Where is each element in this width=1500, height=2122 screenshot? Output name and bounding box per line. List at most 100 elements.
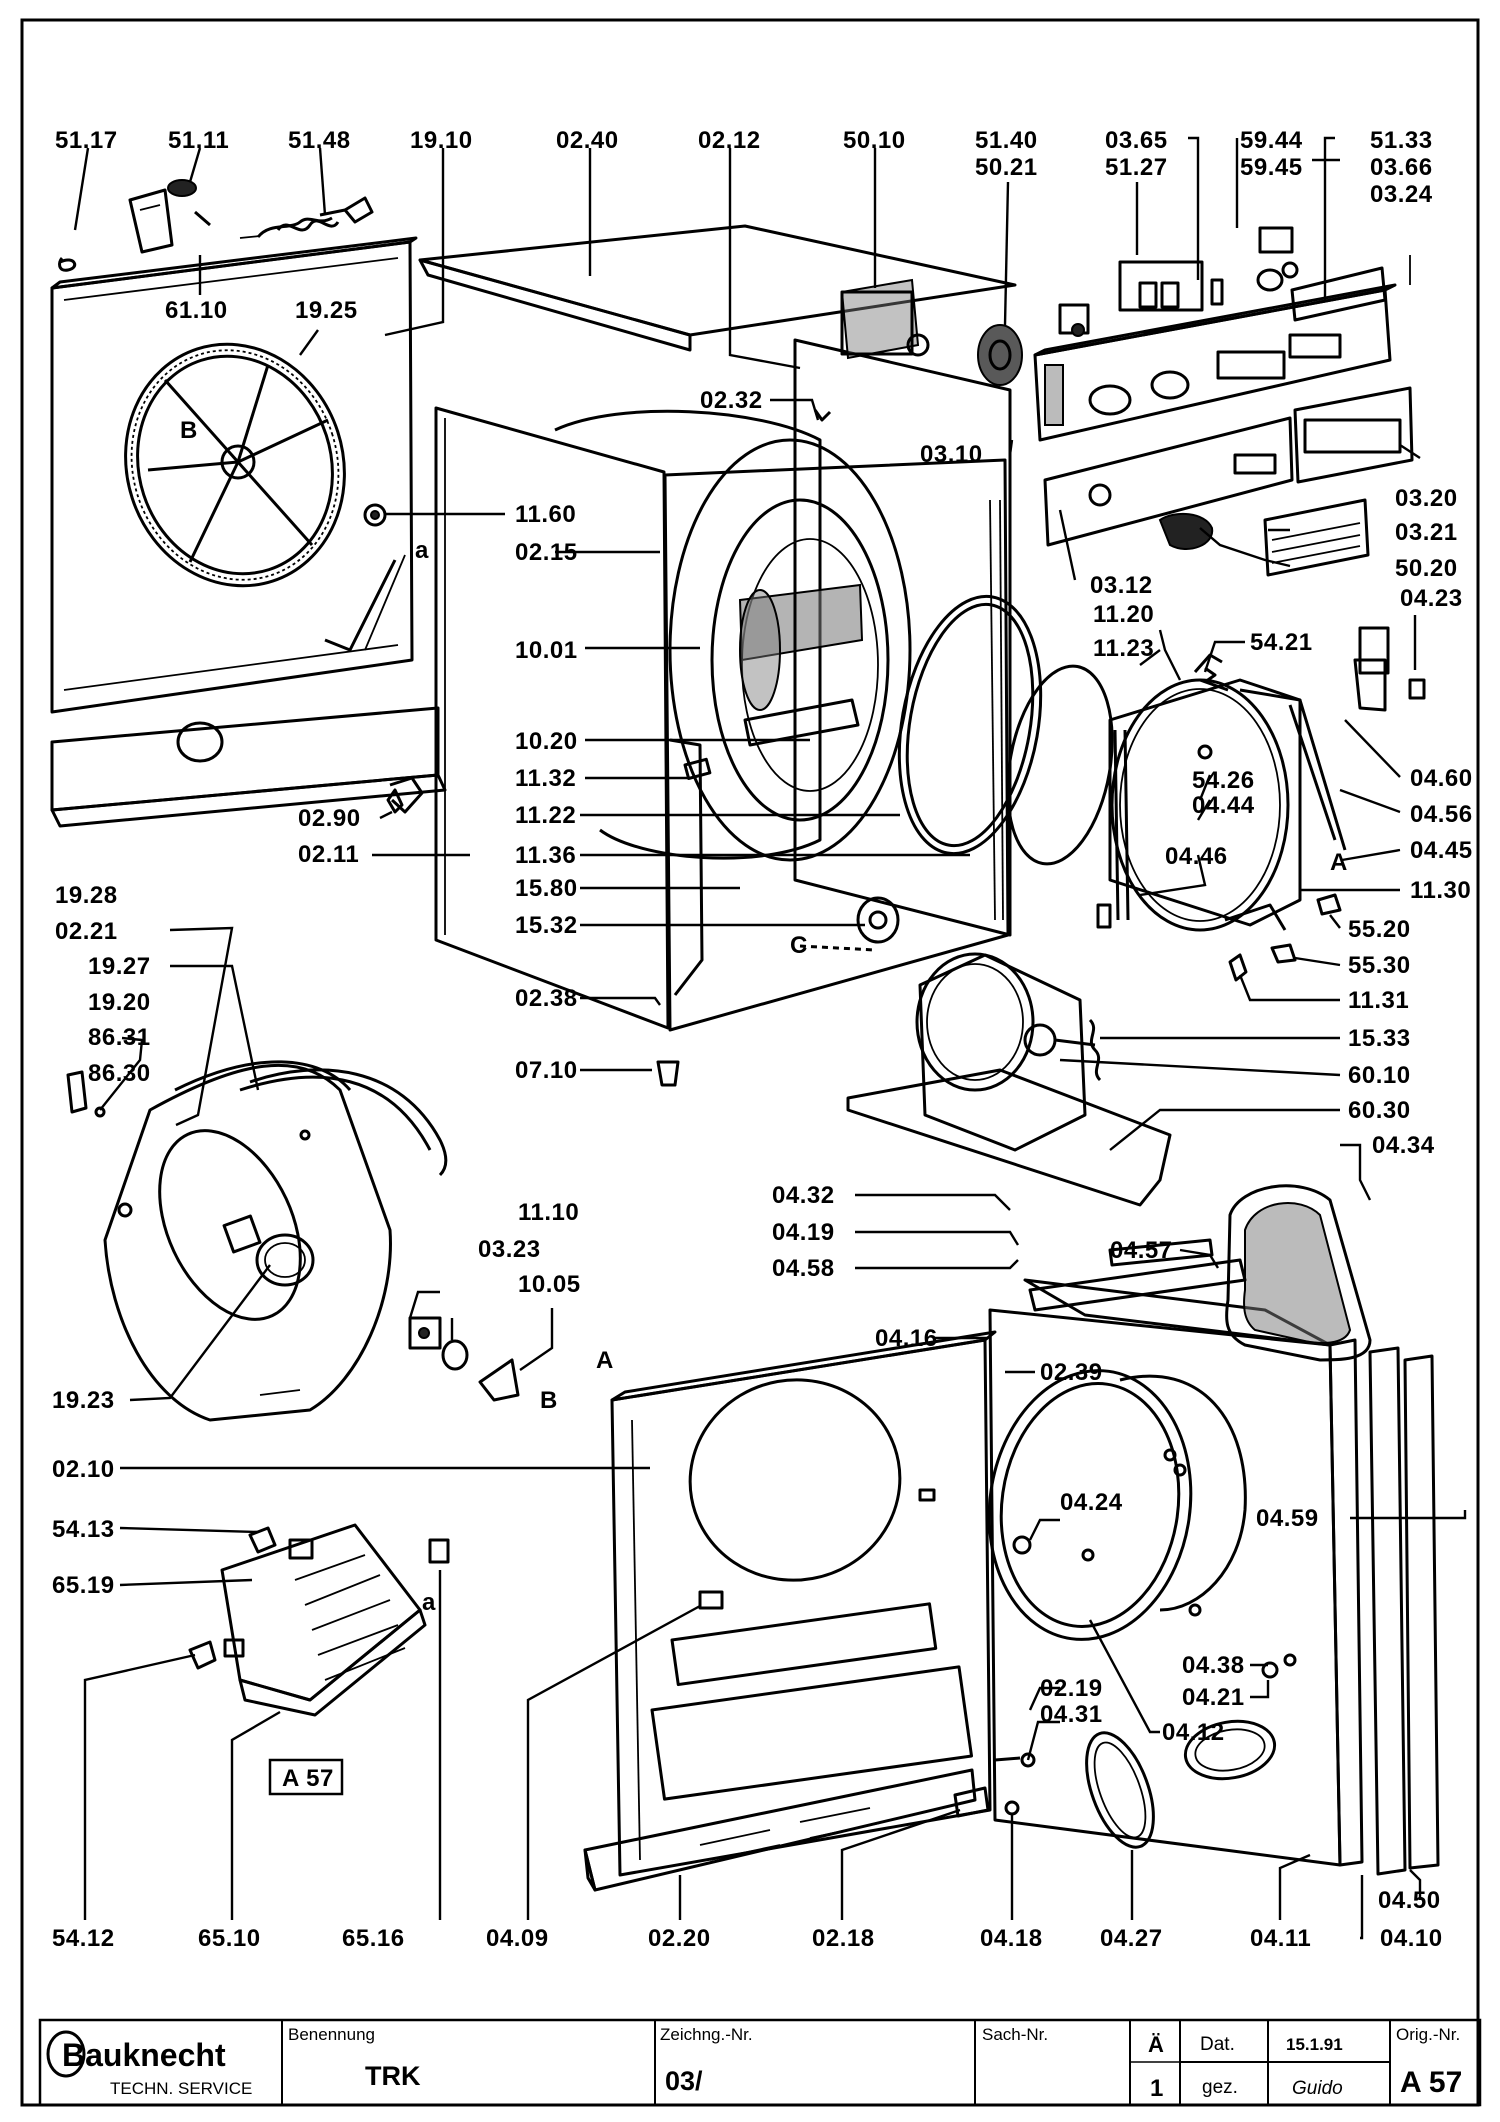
- part-label: 04.16: [875, 1325, 938, 1352]
- part-label: 11.10: [518, 1199, 579, 1226]
- part-label: 02.38: [515, 985, 578, 1012]
- rear-bottom-strip: [50, 706, 447, 828]
- part-label: 11.32: [515, 765, 576, 792]
- part-label: 04.09: [486, 1925, 549, 1952]
- part-label: 51.40: [975, 127, 1038, 154]
- part-label: 54.12: [52, 1925, 115, 1952]
- part-label: 03.23: [478, 1236, 541, 1263]
- part-label: 04.59: [1256, 1505, 1319, 1532]
- part-label: 86.30: [88, 1060, 151, 1087]
- part-label: 03.10: [920, 441, 983, 468]
- part-label: 02.19: [1040, 1675, 1103, 1702]
- cable-parts: [58, 179, 374, 272]
- sheet-border: [20, 18, 1480, 2107]
- part-label: 61.10: [165, 297, 228, 324]
- door-seal: [897, 594, 1114, 866]
- part-label: 51.48: [288, 127, 351, 154]
- part-label: 07.10: [515, 1057, 578, 1084]
- zeichng-label: Zeichng.-Nr.: [660, 2025, 753, 2044]
- kick-plate: [583, 1768, 977, 1892]
- ae-value: 1: [1150, 2075, 1163, 2102]
- part-label: 04.44: [1192, 792, 1255, 819]
- part-label: 02.20: [648, 1925, 711, 1952]
- brand-logo: Bauknecht TECHN. SERVICE: [46, 2030, 252, 2098]
- part-label: 51.17: [55, 127, 118, 154]
- part-label: 03.21: [1395, 519, 1458, 546]
- part-label: 02.40: [556, 127, 619, 154]
- part-label: 03.20: [1395, 485, 1458, 512]
- part-label: 04.24: [1060, 1489, 1123, 1516]
- part-label: 04.34: [1372, 1132, 1435, 1159]
- part-label: 04.58: [772, 1255, 835, 1282]
- part-label: 60.10: [1348, 1062, 1411, 1089]
- part-label: 55.20: [1348, 916, 1411, 943]
- part-label: 03.12: [1090, 572, 1153, 599]
- part-label: 02.90: [298, 805, 361, 832]
- part-label: 02.21: [55, 918, 118, 945]
- part-label: 04.32: [772, 1182, 835, 1209]
- part-label: 15.80: [515, 875, 578, 902]
- orig-value: A 57: [1400, 2066, 1462, 2099]
- part-label: 54.13: [52, 1516, 115, 1543]
- part-label: 04.11: [1250, 1925, 1311, 1952]
- part-label: 19.10: [410, 127, 473, 154]
- bracket-0290: [389, 776, 424, 814]
- gez-label: gez.: [1202, 2077, 1238, 2098]
- part-label: 02.15: [515, 539, 578, 566]
- part-label: 03.65: [1105, 127, 1168, 154]
- sheet-id-text: A 57: [282, 1765, 334, 1792]
- part-label: 02.39: [1040, 1359, 1103, 1386]
- sach-label: Sach-Nr.: [982, 2025, 1048, 2044]
- part-label: 04.18: [980, 1925, 1043, 1952]
- part-label: 86.31: [88, 1024, 151, 1051]
- part-label: 11.20: [1093, 601, 1154, 628]
- top-cover: [418, 224, 1017, 337]
- rear-drum-wall: [103, 1060, 448, 1422]
- hinge-parts: [953, 1603, 1297, 1818]
- motor-assembly: [799, 896, 1172, 1207]
- part-label: 54.21: [1250, 629, 1313, 656]
- title-block: Bauknecht TECHN. SERVICE Benennung TRK Z…: [38, 2018, 1482, 2107]
- part-label: 65.16: [342, 1925, 405, 1952]
- sheet-id-box: [268, 1758, 344, 1796]
- part-label: 15.33: [1348, 1025, 1411, 1052]
- part-label: 51.27: [1105, 154, 1168, 181]
- lint-filter: [1028, 1184, 1372, 1362]
- part-label: 19.25: [295, 297, 358, 324]
- part-label: 04.12: [1162, 1719, 1225, 1746]
- part-label: 11.60: [515, 501, 576, 528]
- part-label: 04.46: [1165, 843, 1228, 870]
- front-panel: [610, 1330, 997, 1877]
- part-label: 02.32: [700, 387, 763, 414]
- zeichng-value: 03/: [665, 2066, 703, 2096]
- part-label: 02.18: [812, 1925, 875, 1952]
- drum: [554, 409, 912, 862]
- part-drawings: [50, 179, 1440, 1892]
- part-label: 04.10: [1380, 1925, 1443, 1952]
- part-label: 11.23: [1093, 635, 1154, 662]
- heater-box: [188, 1523, 450, 1717]
- part-label: 04.31: [1040, 1701, 1103, 1728]
- part-label: 19.23: [52, 1387, 115, 1414]
- part-label: 60.30: [1348, 1097, 1411, 1124]
- marker-a-small-lower: a: [422, 1589, 436, 1616]
- part-label: 04.38: [1182, 1652, 1245, 1679]
- logo-wordmark: Bauknecht: [62, 2037, 226, 2073]
- marker-c: C: [790, 932, 808, 959]
- part-label: 04.50: [1378, 1887, 1441, 1914]
- part-label: 19.20: [88, 989, 151, 1016]
- logo-subtitle: TECHN. SERVICE: [110, 2079, 252, 2098]
- part-label: 11.30: [1410, 877, 1471, 904]
- part-label: 51.33: [1370, 127, 1433, 154]
- electrical-parts-top: [840, 226, 1411, 386]
- leader-lines: [73, 136, 1467, 1940]
- part-label: 04.60: [1410, 765, 1473, 792]
- part-label: 02.10: [52, 1456, 115, 1483]
- part-label: 19.27: [88, 953, 151, 980]
- part-label: 04.19: [772, 1219, 835, 1246]
- part-label: 50.20: [1395, 555, 1458, 582]
- part-label: 02.12: [698, 127, 761, 154]
- part-label: 10.20: [515, 728, 578, 755]
- inner-front-panel: [987, 1278, 1342, 1867]
